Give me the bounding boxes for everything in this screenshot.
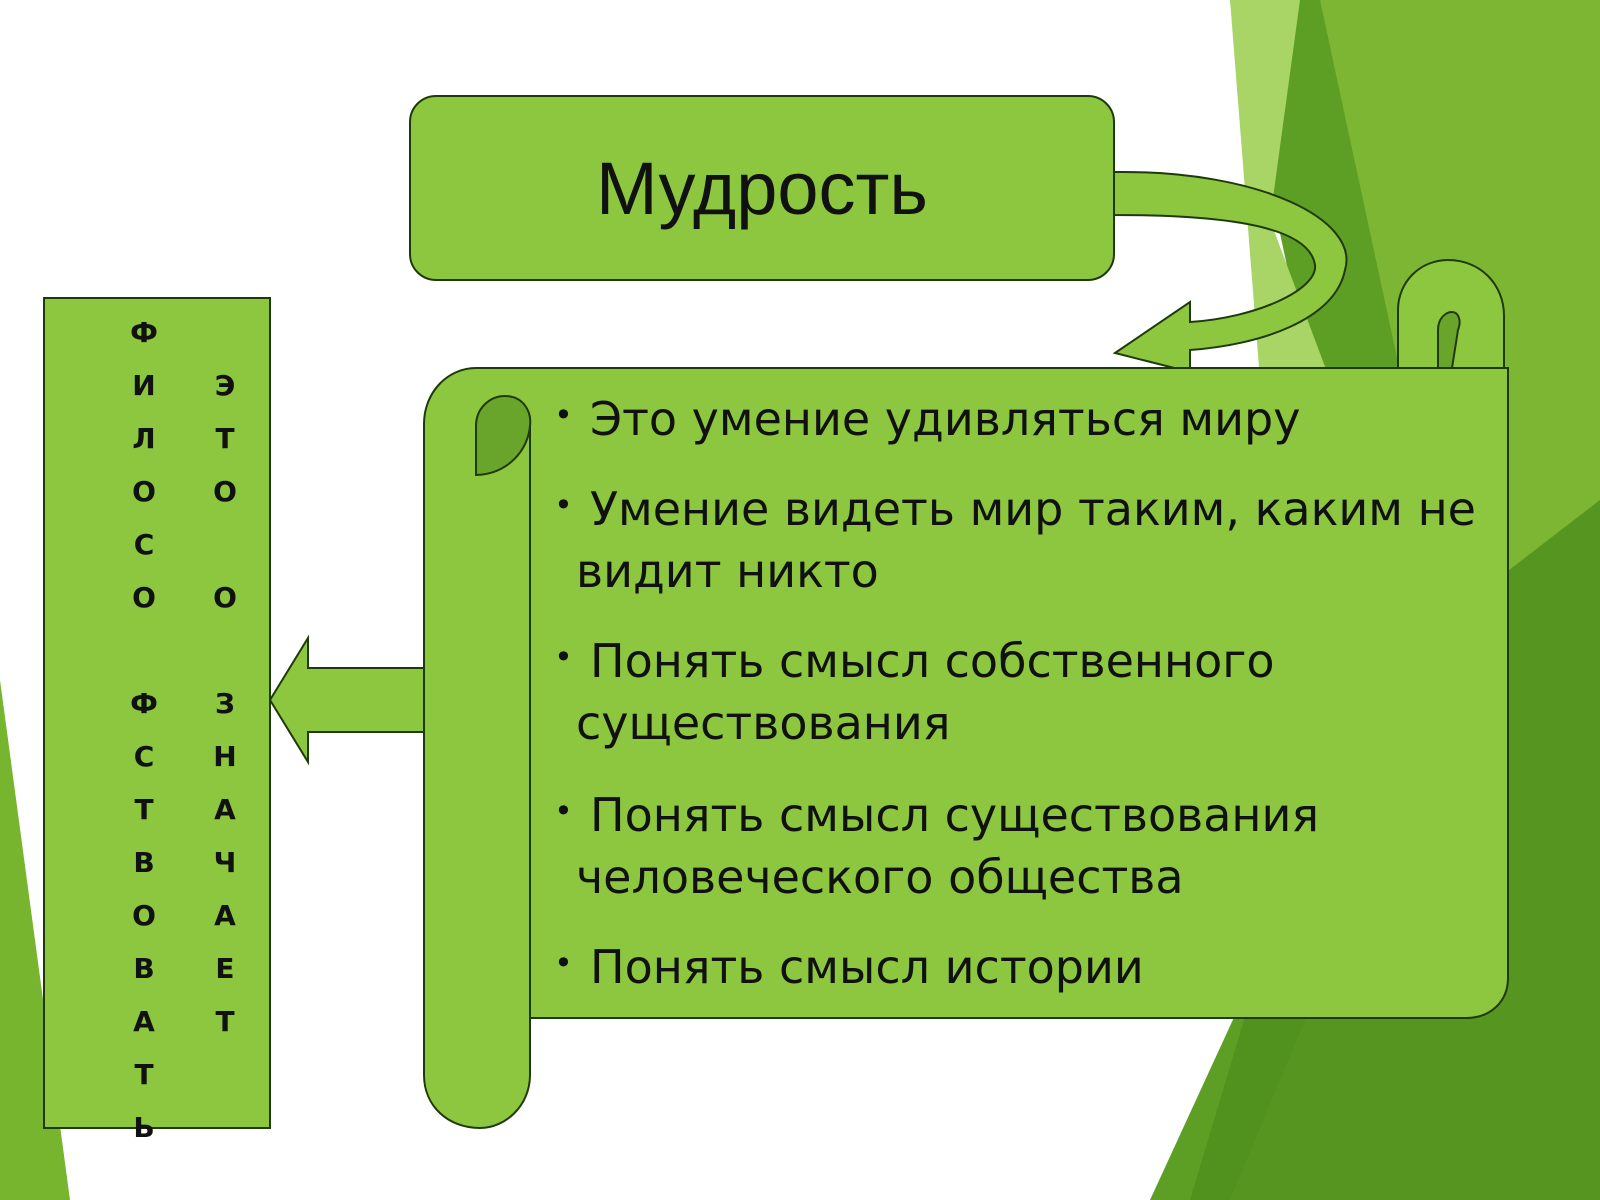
bullet-line: • Это умение удивляться миру [554,388,1301,450]
vertical-letter: Т [215,422,235,455]
vertical-letter: Т [215,1005,235,1038]
vertical-letter: С [133,740,155,773]
bullet-dot-icon: • [554,486,573,524]
vertical-letter: Л [132,422,156,455]
bg-ribbon-light [1230,0,1330,380]
scroll-body [423,367,1509,1130]
vertical-letter: О [213,581,237,614]
bullet-line: • Понять смысл собственного [554,630,1275,692]
vertical-letter: В [133,846,155,879]
vertical-letter: Т [134,793,154,826]
vertical-letter: Ь [133,1111,155,1144]
vertical-letter: Э [214,369,236,402]
bullet-text: человеческого общества [576,850,1184,904]
bullet-line: • Понять смысл истории [554,936,1144,998]
vertical-letter: А [133,1005,155,1038]
bullet-text: Понять смысл собственного [590,634,1275,688]
vertical-letter: О [132,899,156,932]
vertical-letter: О [132,475,156,508]
vertical-letter: Т [134,1058,154,1091]
left-arrow [268,634,425,766]
vertical-text-box [43,297,271,1129]
vertical-letter: А [214,793,236,826]
vertical-letter: С [133,528,155,561]
vertical-letter: Е [215,952,235,985]
vertical-letter: З [215,687,235,720]
bullet-text: видит никто [576,544,879,598]
title-text: Мудрость [596,146,928,230]
bullet-text: Умение видеть мир таким, каким не [590,482,1476,536]
vertical-letter: В [133,952,155,985]
bullet-dot-icon: • [554,396,573,434]
vertical-letter: И [132,369,156,402]
vertical-letter: Ф [130,687,158,720]
bullet-dot-icon: • [554,638,573,676]
vertical-letter: О [132,581,156,614]
bullet-text: существования [576,696,951,750]
bullet-line: • Умение видеть мир таким, каким не [554,478,1476,540]
vertical-letter: Ф [130,316,158,349]
vertical-letter: А [214,899,236,932]
bullet-line: • Понять смысл существования [554,784,1320,846]
bullet-dot-icon: • [554,944,573,982]
bullet-line: человеческого общества [576,846,1184,908]
bullet-dot-icon: • [554,792,573,830]
scroll-left-curl [475,394,532,477]
bullet-text: Понять смысл существования [590,788,1320,842]
vertical-letter: Ч [213,846,237,879]
bullet-text: Понять смысл истории [590,940,1144,994]
curved-arrow [1112,170,1348,374]
bullet-line: видит никто [576,540,879,602]
bullet-text: Это умение удивляться миру [590,392,1301,446]
scroll-top-roll-inner [1437,310,1461,369]
vertical-letter: Н [213,740,237,773]
bullet-line: существования [576,692,950,754]
vertical-letter: О [213,475,237,508]
